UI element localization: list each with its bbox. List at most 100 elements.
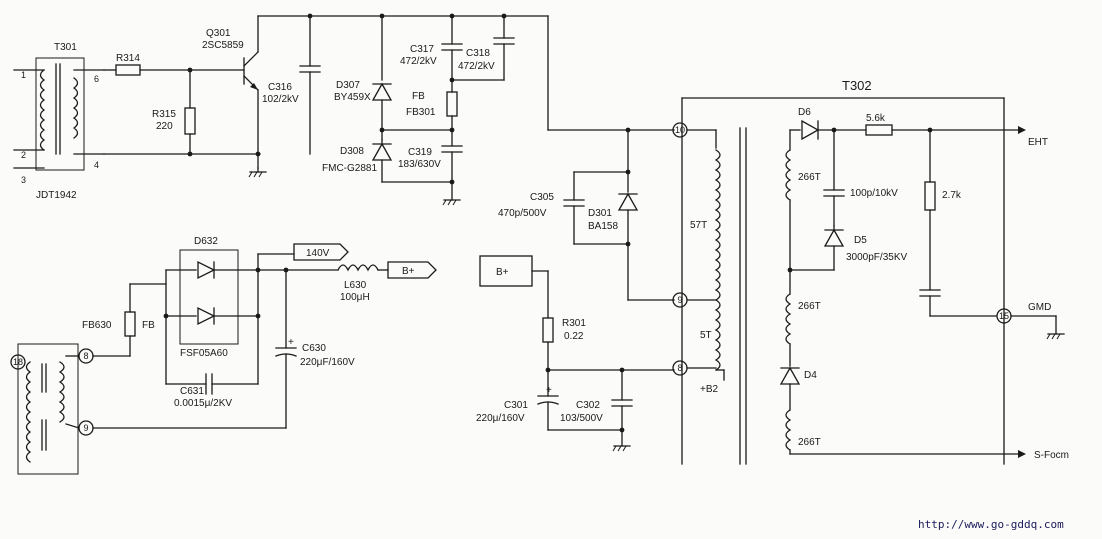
r301-ref: R301 (562, 318, 586, 329)
ferrite-bead-fb630 (124, 311, 136, 337)
d5-ref: D5 (854, 235, 867, 246)
t302-ref: T302 (842, 78, 872, 93)
t301-pin-3: 3 (21, 175, 26, 185)
svg-text:15: 15 (999, 311, 1009, 321)
transistor-q301 (243, 51, 259, 91)
focus-label: S-Focm (1034, 450, 1069, 461)
c-100p-value: 100p/10kV (850, 188, 898, 199)
c301-value: 220μ/160V (476, 413, 525, 424)
t301-pin-1: 1 (21, 70, 26, 80)
r315-value: 220 (156, 121, 173, 132)
r-5k6-value: 5.6k (866, 113, 886, 124)
r301-value: 0.22 (564, 331, 584, 342)
d6-ref: D6 (798, 107, 811, 118)
gnd-label: GMD (1028, 302, 1051, 313)
t301-pin-6: 6 (94, 74, 99, 84)
svg-text:18: 18 (13, 357, 23, 367)
c316-ref: C316 (268, 82, 292, 93)
svg-text:10: 10 (675, 125, 685, 135)
d632-ref: D632 (194, 236, 218, 247)
transformer-t301 (35, 57, 85, 171)
t302-turns-5t: 5T (700, 330, 712, 341)
c318-value: 472/2kV (458, 61, 495, 72)
c301-ref: C301 (504, 400, 528, 411)
ground-icon (248, 167, 267, 178)
diode-d632 (179, 249, 239, 345)
inductor-l630 (337, 264, 379, 272)
ground-icon (442, 199, 461, 206)
c302-ref: C302 (576, 400, 600, 411)
svg-text:+: + (288, 337, 294, 348)
diode-d301 (617, 192, 639, 211)
c305-value: 470p/500V (498, 208, 547, 219)
transformer-small (17, 343, 79, 475)
small-pin-18 (10, 354, 26, 370)
c302-value: 103/500V (560, 413, 603, 424)
connector-140v (293, 243, 349, 261)
resistor-r301 (542, 317, 554, 343)
c305-ref: C305 (530, 192, 554, 203)
diode-d308 (371, 142, 393, 161)
diode-d4 (779, 366, 801, 385)
svg-text:9: 9 (677, 295, 682, 305)
svg-text:8: 8 (677, 363, 682, 373)
fb301-label: FB (412, 91, 425, 102)
bplus-input-label: B+ (496, 267, 509, 278)
t302-turns-57t: 57T (690, 220, 707, 231)
d308-part: FMC-G2881 (322, 163, 377, 174)
fb301-ref: FB301 (406, 107, 436, 118)
eht-label: EHT (1028, 137, 1048, 148)
diode-d307 (371, 82, 393, 101)
t302-turns-266t-2: 266T (798, 301, 821, 312)
diode-d5 (823, 228, 845, 247)
resistor-2k7 (924, 181, 936, 211)
d4-ref: D4 (804, 370, 817, 381)
svg-text:8: 8 (83, 351, 88, 361)
c631-ref: C631 (180, 386, 204, 397)
r-2k7-value: 2.7k (942, 190, 962, 201)
c317-value: 472/2kV (400, 56, 437, 67)
ferrite-bead-fb301 (446, 91, 458, 117)
c-3000p-value: 3000pF/35KV (846, 252, 907, 263)
d307-ref: D307 (336, 80, 360, 91)
d632-part: FSF05A60 (180, 348, 228, 359)
resistor-5k6 (865, 124, 893, 136)
d308-ref: D308 (340, 146, 364, 157)
b2-label: +B2 (700, 384, 719, 395)
t301-pin-4: 4 (94, 160, 99, 170)
t301-ref: T301 (54, 42, 77, 53)
q301-ref: Q301 (206, 28, 231, 39)
svg-text:+: + (546, 385, 552, 396)
t302-turns-266t-3: 266T (798, 437, 821, 448)
d307-part: BY459X (334, 92, 371, 103)
svg-text:9: 9 (83, 423, 88, 433)
r314-ref: R314 (116, 53, 140, 64)
c319-ref: C319 (408, 147, 432, 158)
resistor-r314 (115, 64, 141, 76)
q301-part: 2SC5859 (202, 40, 244, 51)
c316-value: 102/2kV (262, 94, 299, 105)
c319-value: 183/630V (398, 159, 441, 170)
t301-pin-2: 2 (21, 150, 26, 160)
d301-part: BA158 (588, 221, 618, 232)
c317-ref: C317 (410, 44, 434, 55)
bplus-out-label: B+ (402, 266, 415, 277)
r315-ref: R315 (152, 109, 176, 120)
t302-turns-266t-1: 266T (798, 172, 821, 183)
d301-ref: D301 (588, 208, 612, 219)
l630-value: 100μH (340, 292, 370, 303)
fb630-ref: FB630 (82, 320, 112, 331)
resistor-r315 (184, 107, 196, 135)
c318-ref: C318 (466, 48, 490, 59)
fb630-label: FB (142, 320, 155, 331)
ground-icon (1046, 333, 1065, 340)
v140-label: 140V (306, 248, 330, 259)
ground-icon (612, 445, 631, 452)
connector-bplus-out (387, 261, 437, 279)
c630-value: 220μF/160V (300, 357, 355, 368)
diode-d6 (801, 119, 820, 141)
l630-ref: L630 (344, 280, 367, 291)
c631-value: 0.0015μ/2KV (174, 398, 232, 409)
